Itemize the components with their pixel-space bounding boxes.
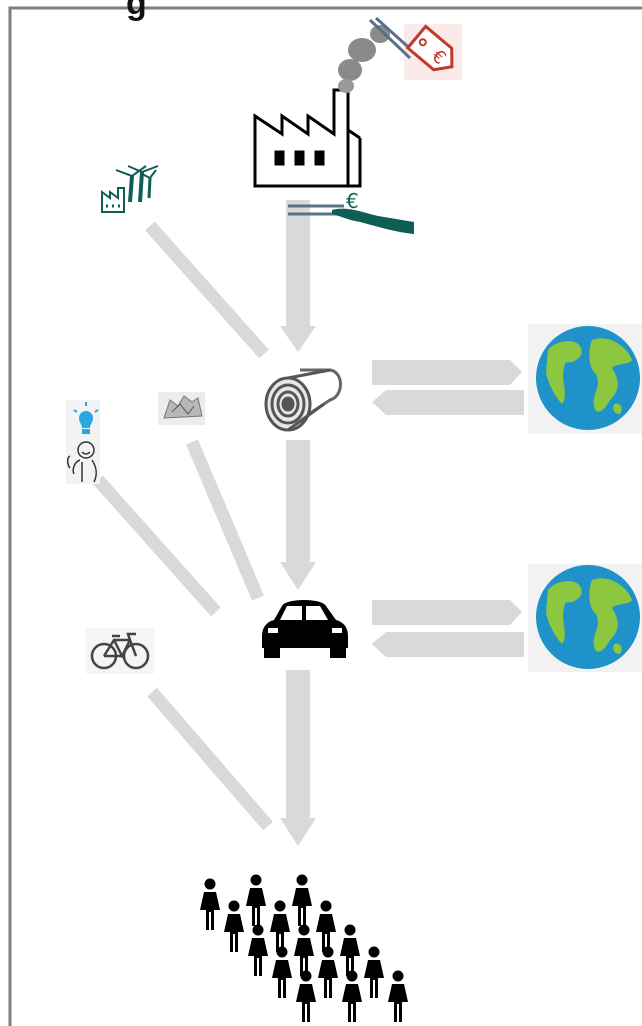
subsidy-hand-icon: € bbox=[288, 189, 414, 234]
person-icon bbox=[340, 924, 360, 976]
person-icon bbox=[272, 946, 292, 998]
arrow-car-to-people bbox=[280, 670, 316, 846]
wind-power-plant-icon bbox=[101, 165, 159, 213]
arrow-scrap-to-car bbox=[186, 439, 264, 601]
arrow-wind-to-steel bbox=[145, 221, 269, 359]
arrow-steel-to-car bbox=[280, 440, 316, 590]
arrow-innovation-to-car bbox=[93, 475, 221, 617]
arrow-factory-to-steel bbox=[280, 200, 316, 352]
people-crowd-icon bbox=[200, 874, 408, 1022]
person-icon bbox=[296, 970, 316, 1022]
person-icon bbox=[246, 874, 266, 926]
title-fragment: g bbox=[126, 0, 147, 22]
person-icon bbox=[318, 946, 338, 998]
person-icon bbox=[294, 924, 314, 976]
arrow-bicycle-to-people bbox=[147, 687, 273, 831]
person-icon bbox=[342, 970, 362, 1022]
arrow-import-car bbox=[372, 632, 524, 657]
car-icon bbox=[262, 600, 348, 658]
arrow-export-steel bbox=[372, 360, 522, 385]
globe-icon bbox=[528, 564, 642, 672]
globe-icon bbox=[528, 324, 642, 434]
frame-border bbox=[8, 6, 642, 1026]
person-icon bbox=[248, 924, 268, 976]
bicycle-icon bbox=[86, 628, 154, 674]
person-icon bbox=[388, 970, 408, 1022]
subsidy-euro: € bbox=[346, 189, 359, 213]
person-icon bbox=[270, 900, 290, 952]
arrow-import-steel bbox=[372, 390, 524, 415]
arrow-export-car bbox=[372, 600, 522, 625]
person-icon bbox=[316, 900, 336, 952]
smoke-icon bbox=[338, 25, 390, 93]
inventor-idea-icon bbox=[66, 400, 100, 484]
person-icon bbox=[292, 874, 312, 926]
person-icon bbox=[224, 900, 244, 952]
scrap-metal-icon bbox=[158, 392, 205, 425]
person-icon bbox=[200, 878, 220, 930]
price-tag-icon: € bbox=[368, 16, 462, 80]
factory-icon bbox=[253, 88, 362, 188]
steel-coil-icon bbox=[264, 368, 342, 432]
person-icon bbox=[364, 946, 384, 998]
